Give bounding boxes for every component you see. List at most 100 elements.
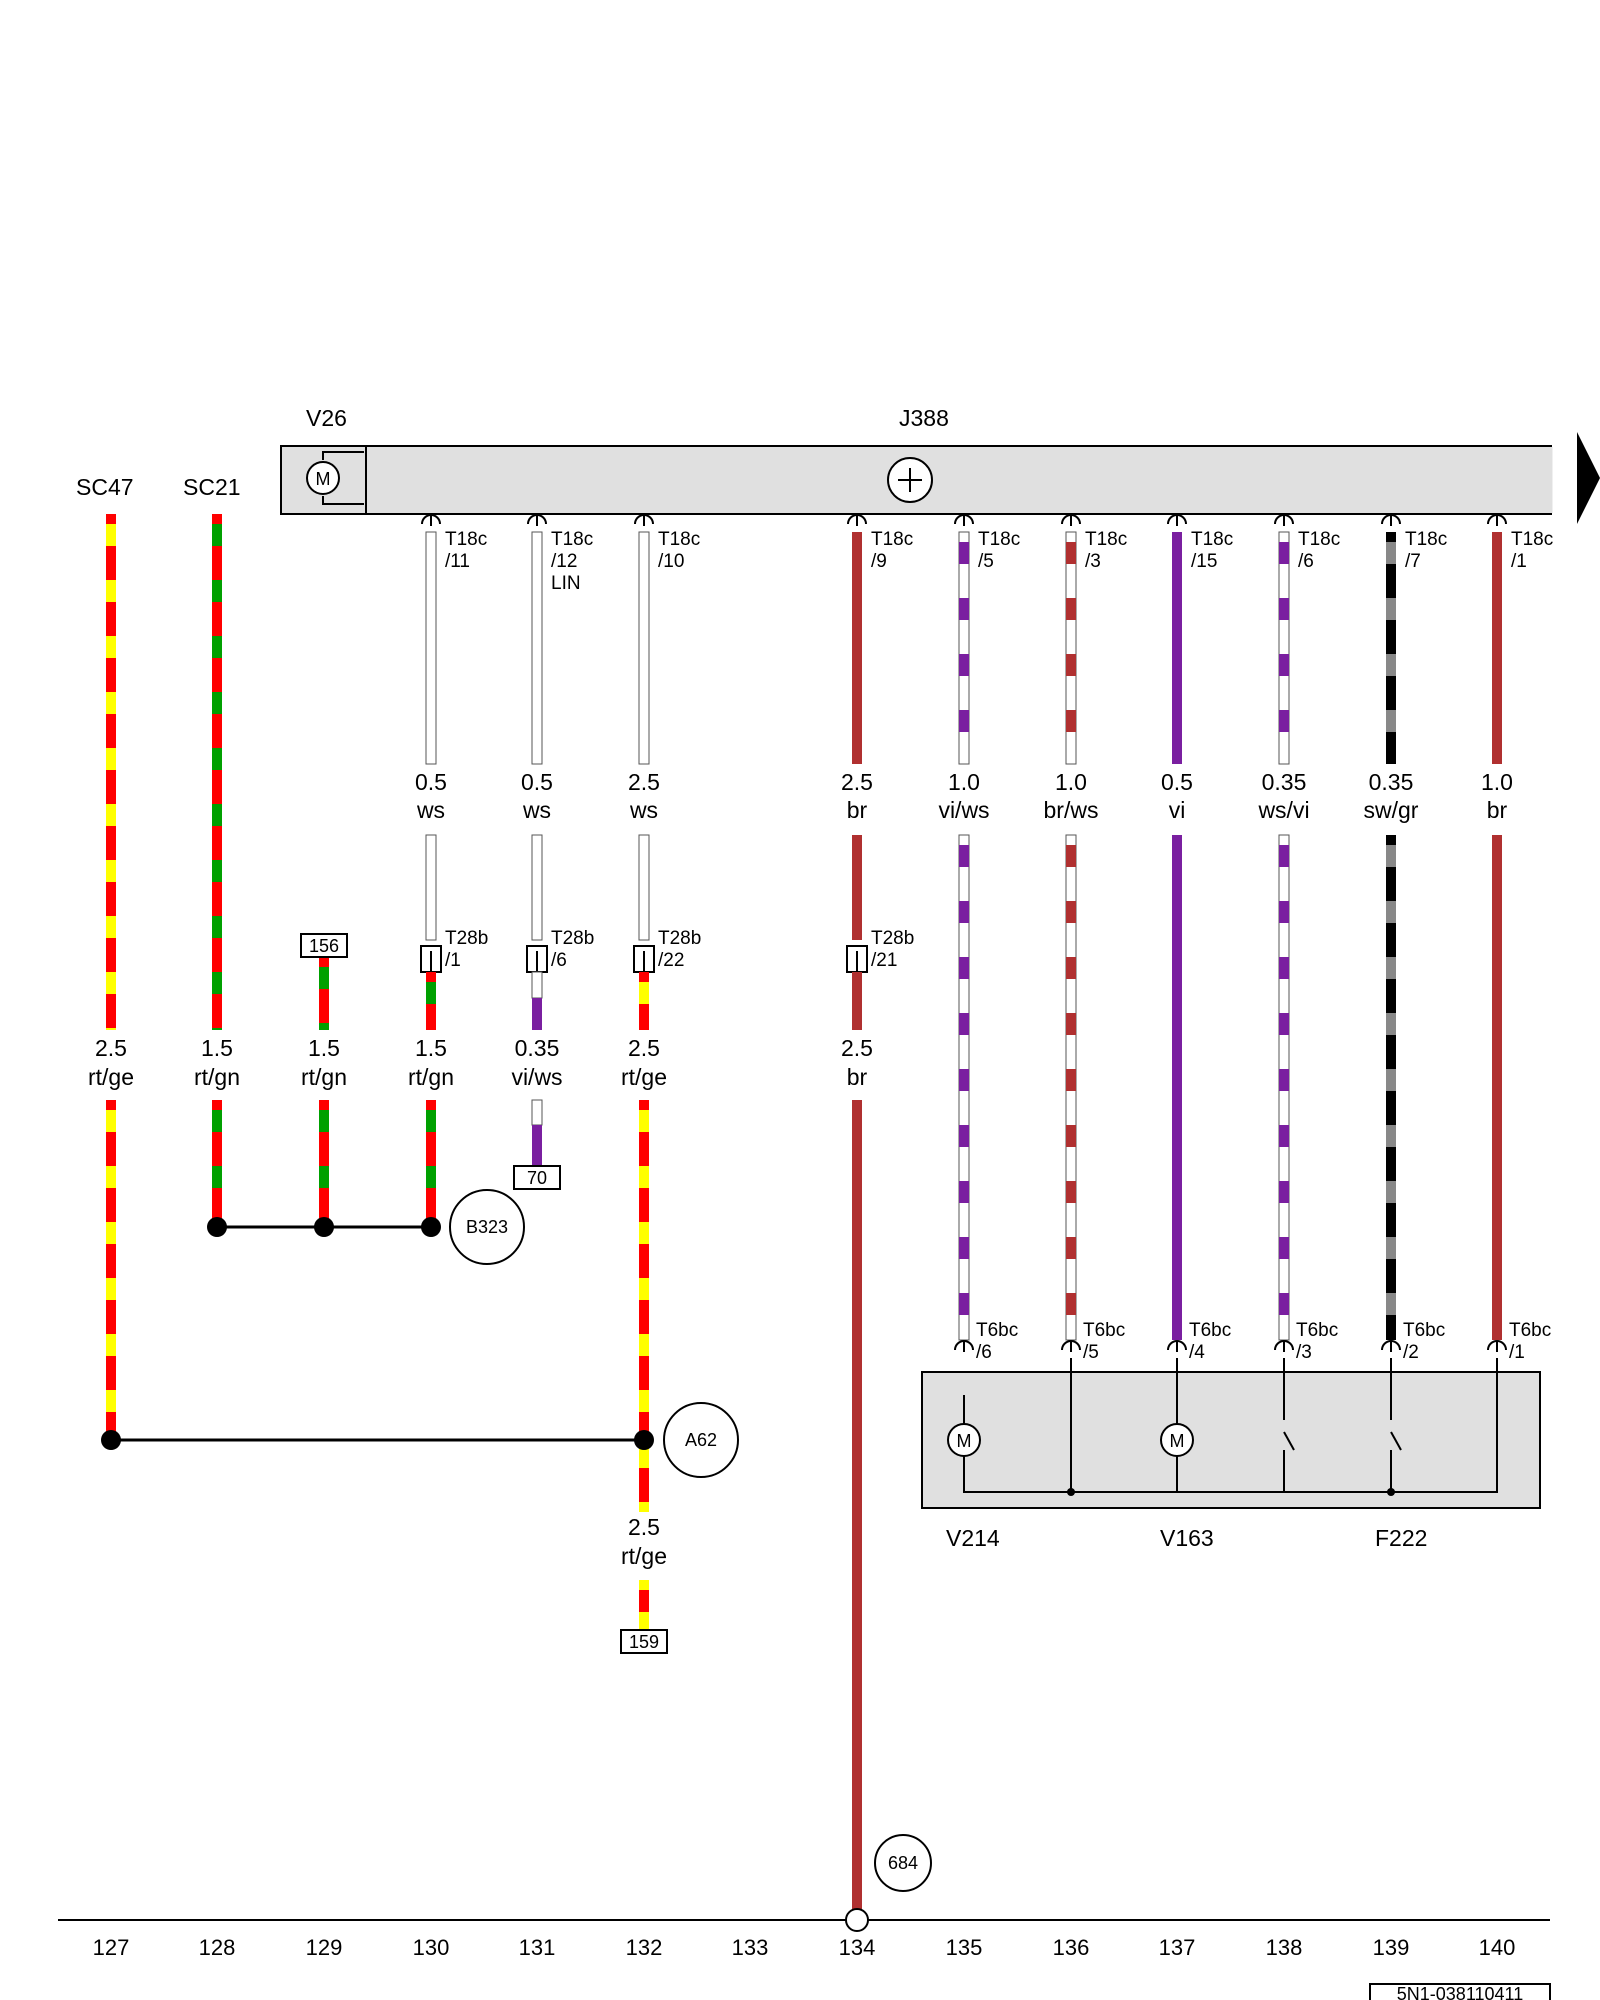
a62-label: A62 xyxy=(685,1430,717,1450)
wire-stripe xyxy=(106,1166,116,1188)
wire-stripe xyxy=(1386,1069,1396,1091)
wire-stripe xyxy=(639,1222,649,1244)
wire-stripe xyxy=(319,1110,329,1132)
wire-mid xyxy=(638,834,650,941)
wire-stripe xyxy=(106,1222,116,1244)
ref-156: 156 xyxy=(309,936,339,956)
wire-stripe xyxy=(1279,901,1289,923)
pin-num: /5 xyxy=(1083,1342,1099,1363)
junction-dot xyxy=(1067,1488,1075,1496)
wire-stripe xyxy=(1279,957,1289,979)
b323-circle xyxy=(449,1189,525,1265)
wire-color: ws xyxy=(522,797,551,823)
wire-size: 2.5 xyxy=(95,1035,127,1061)
wire-stripe xyxy=(212,804,222,826)
wire-upper xyxy=(1492,532,1502,764)
v26-motor-icon xyxy=(306,461,340,495)
v214-motor-icon xyxy=(947,1423,981,1457)
wire-size: 2.5 xyxy=(841,1035,873,1061)
pin-connector-t6bc-icon xyxy=(1487,1340,1507,1351)
wire-upper xyxy=(852,532,862,764)
wire-size: 2.5 xyxy=(841,769,873,795)
pin-id: T18c xyxy=(551,529,593,550)
wire-128-lower xyxy=(212,1100,222,1227)
wire-stripe xyxy=(106,748,116,770)
wire-color: vi/ws xyxy=(938,797,989,823)
wire-color: ws/vi xyxy=(1257,797,1309,823)
wire-stripe xyxy=(959,1013,969,1035)
pin-id: T6bc xyxy=(1189,1320,1231,1341)
wire-stripe xyxy=(319,967,329,989)
wire-size: 1.0 xyxy=(948,769,980,795)
pin-connector-icon xyxy=(847,514,867,525)
wire-stripe xyxy=(1386,710,1396,732)
wire-color: rt/ge xyxy=(621,1064,667,1090)
pin-num: /10 xyxy=(658,551,684,572)
wire-lower xyxy=(1492,835,1502,1340)
wire-color: rt/ge xyxy=(88,1064,134,1090)
pin-id: T18c xyxy=(1511,529,1553,550)
ref-70: 70 xyxy=(527,1168,547,1188)
pin-num: /1 xyxy=(1511,551,1527,572)
wire-size: 1.5 xyxy=(308,1035,340,1061)
wire-stripe xyxy=(1066,1125,1076,1147)
wire-stripe xyxy=(106,1028,116,1030)
wire-lower xyxy=(532,1125,542,1166)
v26-motor-lead-b xyxy=(322,496,364,505)
wire-stripe xyxy=(1066,1013,1076,1035)
wire-stripe xyxy=(959,901,969,923)
axis-label: 133 xyxy=(732,1935,769,1960)
wire-stripe xyxy=(1066,598,1076,620)
pin-connector-t6bc-icon xyxy=(1061,1340,1081,1351)
wire-stripe xyxy=(1386,598,1396,620)
wire-size: 2.5 xyxy=(628,1035,660,1061)
wire-stripe xyxy=(1279,598,1289,620)
wire-stripe xyxy=(106,1390,116,1412)
pin-num: /4 xyxy=(1189,1342,1205,1363)
conn-num: /22 xyxy=(658,950,684,971)
wire-lower xyxy=(426,1100,436,1227)
pin-id: T18c xyxy=(658,529,700,550)
v26-label: V26 xyxy=(306,405,347,431)
wire-stripe xyxy=(959,1069,969,1091)
axis-label: 131 xyxy=(519,1935,556,1960)
pin-connector-t6bc-icon xyxy=(1274,1340,1294,1351)
doc-id-box xyxy=(1369,1983,1551,2000)
wire-stripe xyxy=(1386,1013,1396,1035)
wire-color: ws xyxy=(416,797,445,823)
wire-stripe xyxy=(1066,654,1076,676)
conn-id: T28b xyxy=(551,928,594,949)
wire-stripe xyxy=(106,580,116,602)
wire-size: 0.35 xyxy=(1262,769,1307,795)
n684-label: 684 xyxy=(888,1853,918,1873)
wire-stripe xyxy=(639,1166,649,1188)
pin-num: /11 xyxy=(445,551,470,572)
wire-stripe xyxy=(212,636,222,658)
wire-stripe xyxy=(212,692,222,714)
conn-num: /21 xyxy=(871,950,897,971)
wire-stripe xyxy=(639,1278,649,1300)
wire-stripe xyxy=(959,710,969,732)
pin-id: T18c xyxy=(1405,529,1447,550)
wire-129-top xyxy=(319,957,329,1030)
wires-layer xyxy=(106,514,1507,1909)
wire-size: 0.35 xyxy=(1369,769,1414,795)
wire-stripe xyxy=(1279,845,1289,867)
wire-stripe xyxy=(426,1166,436,1188)
wire-stripe xyxy=(319,1166,329,1188)
junction-dot xyxy=(1387,1488,1395,1496)
conn-id: T28b xyxy=(445,928,488,949)
wire-mid xyxy=(531,834,543,941)
axis-label: 129 xyxy=(306,1935,343,1960)
wire-stripe xyxy=(212,972,222,994)
wire-stripe xyxy=(959,1181,969,1203)
j388-label: J388 xyxy=(899,405,949,431)
v163-motor-letter: M xyxy=(1170,1431,1185,1451)
pin-num: /9 xyxy=(871,551,887,572)
ref-156-box xyxy=(300,933,348,958)
wire-stripe xyxy=(212,1166,222,1188)
wire-stripe xyxy=(1066,957,1076,979)
wire-stripe xyxy=(1386,1237,1396,1259)
wire-mid xyxy=(532,998,542,1030)
wire-color: ws xyxy=(629,797,658,823)
